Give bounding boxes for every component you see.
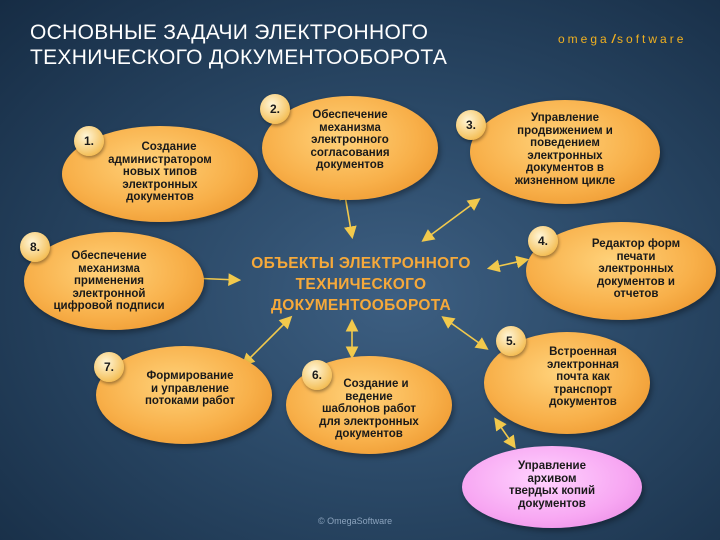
page-title: ОСНОВНЫЕ ЗАДАЧИ ЭЛЕКТРОННОГО ТЕХНИЧЕСКОГ… <box>30 20 550 70</box>
footer-copyright: © OmegaSoftware <box>318 516 393 526</box>
archive-text: Управление архивом твердых копий докумен… <box>508 460 596 510</box>
task-4-text: Редактор форм печати электронных докумен… <box>591 238 681 300</box>
task-3-number: 3. <box>456 110 486 140</box>
task-8-ellipse <box>24 232 204 330</box>
arrow-task-4 <box>486 255 530 273</box>
arrow-task-5 <box>441 316 489 350</box>
task-3-ellipse <box>470 100 660 204</box>
title-line-1: ОСНОВНЫЕ ЗАДАЧИ ЭЛЕКТРОННОГО <box>30 21 429 44</box>
task-6-text: Создание и ведение шаблонов работ для эл… <box>319 378 419 440</box>
task-1-number: 1. <box>74 126 104 156</box>
task-2-text: Обеспечение механизма электронного согла… <box>310 109 390 171</box>
archive-ellipse <box>462 446 642 528</box>
task-2-number: 2. <box>260 94 290 124</box>
task-6-number: 6. <box>302 360 332 390</box>
logo-left: omega <box>558 32 610 46</box>
center-title: ОБЪЕКТЫ ЭЛЕКТРОННОГО ТЕХНИЧЕСКОГО ДОКУМЕ… <box>251 255 471 314</box>
task-2-ellipse <box>262 96 438 200</box>
task-5-number: 5. <box>496 326 526 356</box>
task-7-ellipse <box>96 346 272 444</box>
omega-software-logo: omega/software <box>558 32 686 46</box>
task-8-number: 8. <box>20 232 50 262</box>
task-5-text: Встроенная электронная почта как транспо… <box>546 346 620 408</box>
arrow-task-3 <box>421 198 481 242</box>
task-8-text: Обеспечение механизма применения электро… <box>53 250 165 312</box>
logo-slash: / <box>611 32 616 46</box>
task-3-text: Управление продвижением и поведением эле… <box>514 112 616 187</box>
task-1-text: Создание администратором новых типов эле… <box>108 141 212 203</box>
task-7-text: Формирование и управление потоками работ <box>144 370 235 407</box>
task-7-number: 7. <box>94 352 124 382</box>
arrow-task-7 <box>241 315 293 367</box>
task-4-number: 4. <box>528 226 558 256</box>
title-line-2: ТЕХНИЧЕСКОГО ДОКУМЕНТООБОРОТА <box>30 46 448 69</box>
logo-right: software <box>617 32 687 46</box>
arrow-archive <box>494 417 516 449</box>
